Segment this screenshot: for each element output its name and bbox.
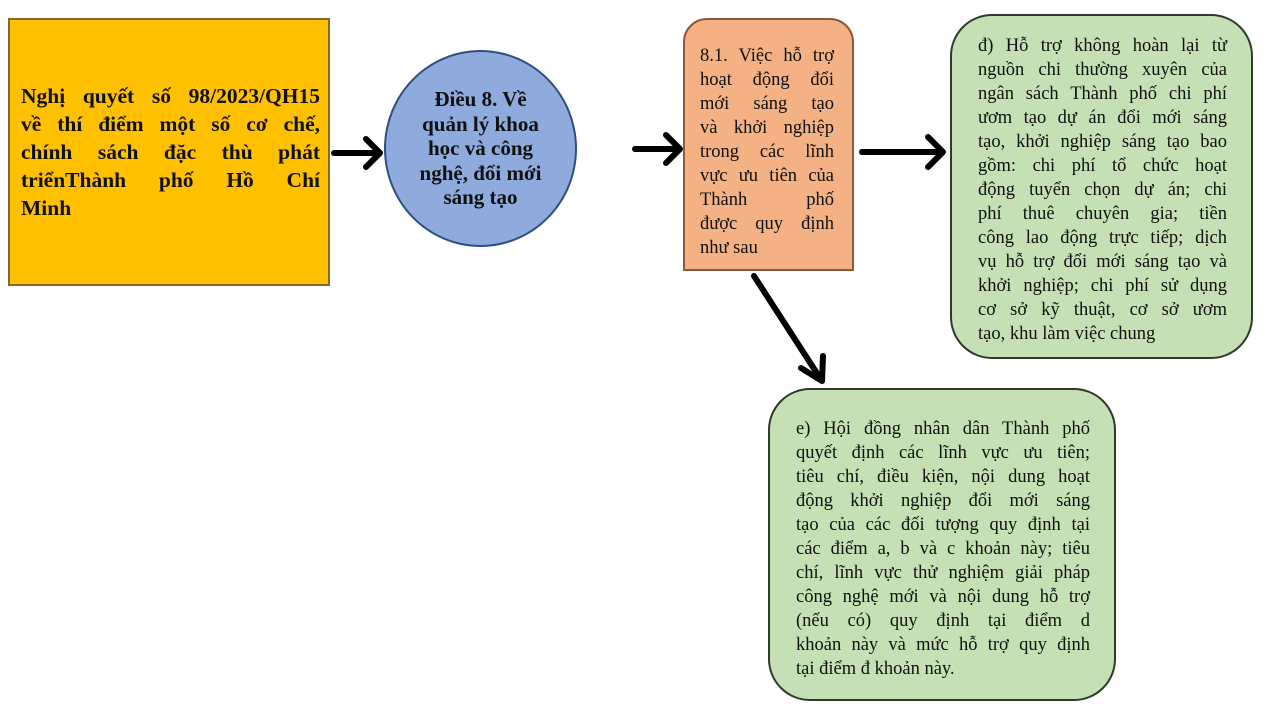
point-d-line: cơ sở kỹ thuật, cơ sở ươm [978,300,1227,320]
article-line: học và công [428,136,533,161]
article-line: Điều 8. Về [434,87,527,112]
clause-line: Thành phố [700,190,834,210]
point-e-line: e) Hội đồng nhân dân Thành phố [796,419,1090,439]
point-d-line: gồm: chi phí tổ chức hoạt [978,156,1227,176]
point-e-line: tại điểm đ khoản này. [796,659,955,679]
clause-line: như sau [700,238,758,258]
resolution-box: Nghị quyết số 98/2023/QH15 về thí điểm m… [8,18,330,286]
clause-line: trong các lĩnh [700,142,834,162]
point-d-line: nguồn chi thường xuyên của [978,60,1227,80]
resolution-line: về thí điểm một số cơ chế, [21,112,320,136]
point-d-box: đ) Hỗ trợ không hoàn lại từ nguồn chi thư… [950,14,1253,359]
resolution-line: triểnThành phố Hồ Chí [21,168,320,192]
point-e-box: e) Hội đồng nhân dân Thành phố quyết định… [768,388,1116,701]
point-e-line: (nếu có) quy định tại điểm d [796,611,1090,631]
resolution-line: Nghị quyết số 98/2023/QH15 [21,84,320,108]
article-line: quản lý khoa [422,111,539,136]
point-e-line: động khởi nghiệp đổi mới sáng [796,491,1090,511]
clause-line: mới sáng tạo [700,94,834,114]
point-d-line: khởi nghiệp; chi phí sử dụng [978,276,1227,296]
clause-line: hoạt động đổi [700,70,834,90]
arrow-clause-to-point-e [751,273,826,384]
point-e-line: các điểm a, b và c khoản này; tiêu [796,539,1090,559]
point-d-line: động tuyển chọn dự án; chi [978,180,1227,200]
point-e-line: tạo của các đối tượng quy định tại [796,515,1090,535]
arrow-clause-to-point-d [859,134,946,170]
point-d-line: phí thuê chuyên gia; tiền [978,204,1227,224]
point-e-line: tiêu chí, điều kiện, nội dung hoạt [796,467,1090,487]
point-e-line: khoản này và mức hỗ trợ quy định [796,635,1090,655]
point-e-line: chí, lĩnh vực thử nghiệm giải pháp [796,563,1090,583]
clause-line: được quy định [700,214,834,234]
resolution-line: chính sách đặc thù phát [21,140,320,164]
point-d-line: tạo, khu làm việc chung [978,324,1156,344]
arrow-resolution-to-article [331,136,383,170]
article-line: sáng tạo [443,185,518,210]
clause-line: và khởi nghiệp [700,118,834,138]
point-d-line: tạo, khởi nghiệp sáng tạo bao [978,132,1227,152]
point-d-line: ươm tạo dự án đổi mới sáng [978,108,1227,128]
point-d-line: đ) Hỗ trợ không hoàn lại từ [978,36,1227,56]
clause-line: vực ưu tiên của [700,166,834,186]
point-d-line: công lao động trực tiếp; dịch [978,228,1227,248]
point-e-line: công nghệ mới và nội dung hỗ trợ [796,587,1090,607]
article-line: nghệ, đổi mới [419,160,542,185]
clause-line: 8.1. Việc hỗ trợ [700,46,834,66]
resolution-line: Minh [21,196,72,220]
point-e-line: quyết định các lĩnh vực ưu tiên; [796,443,1090,463]
article-node: Điều 8. Về quản lý khoa học và công nghệ… [384,50,577,247]
point-d-line: ngân sách Thành phố chi phí [978,84,1227,104]
arrow-article-to-clause [632,132,683,166]
clause-box: 8.1. Việc hỗ trợ hoạt động đổi mới sáng tạ… [683,18,854,271]
point-d-line: vụ hỗ trợ đổi mới sáng tạo và [978,252,1227,272]
